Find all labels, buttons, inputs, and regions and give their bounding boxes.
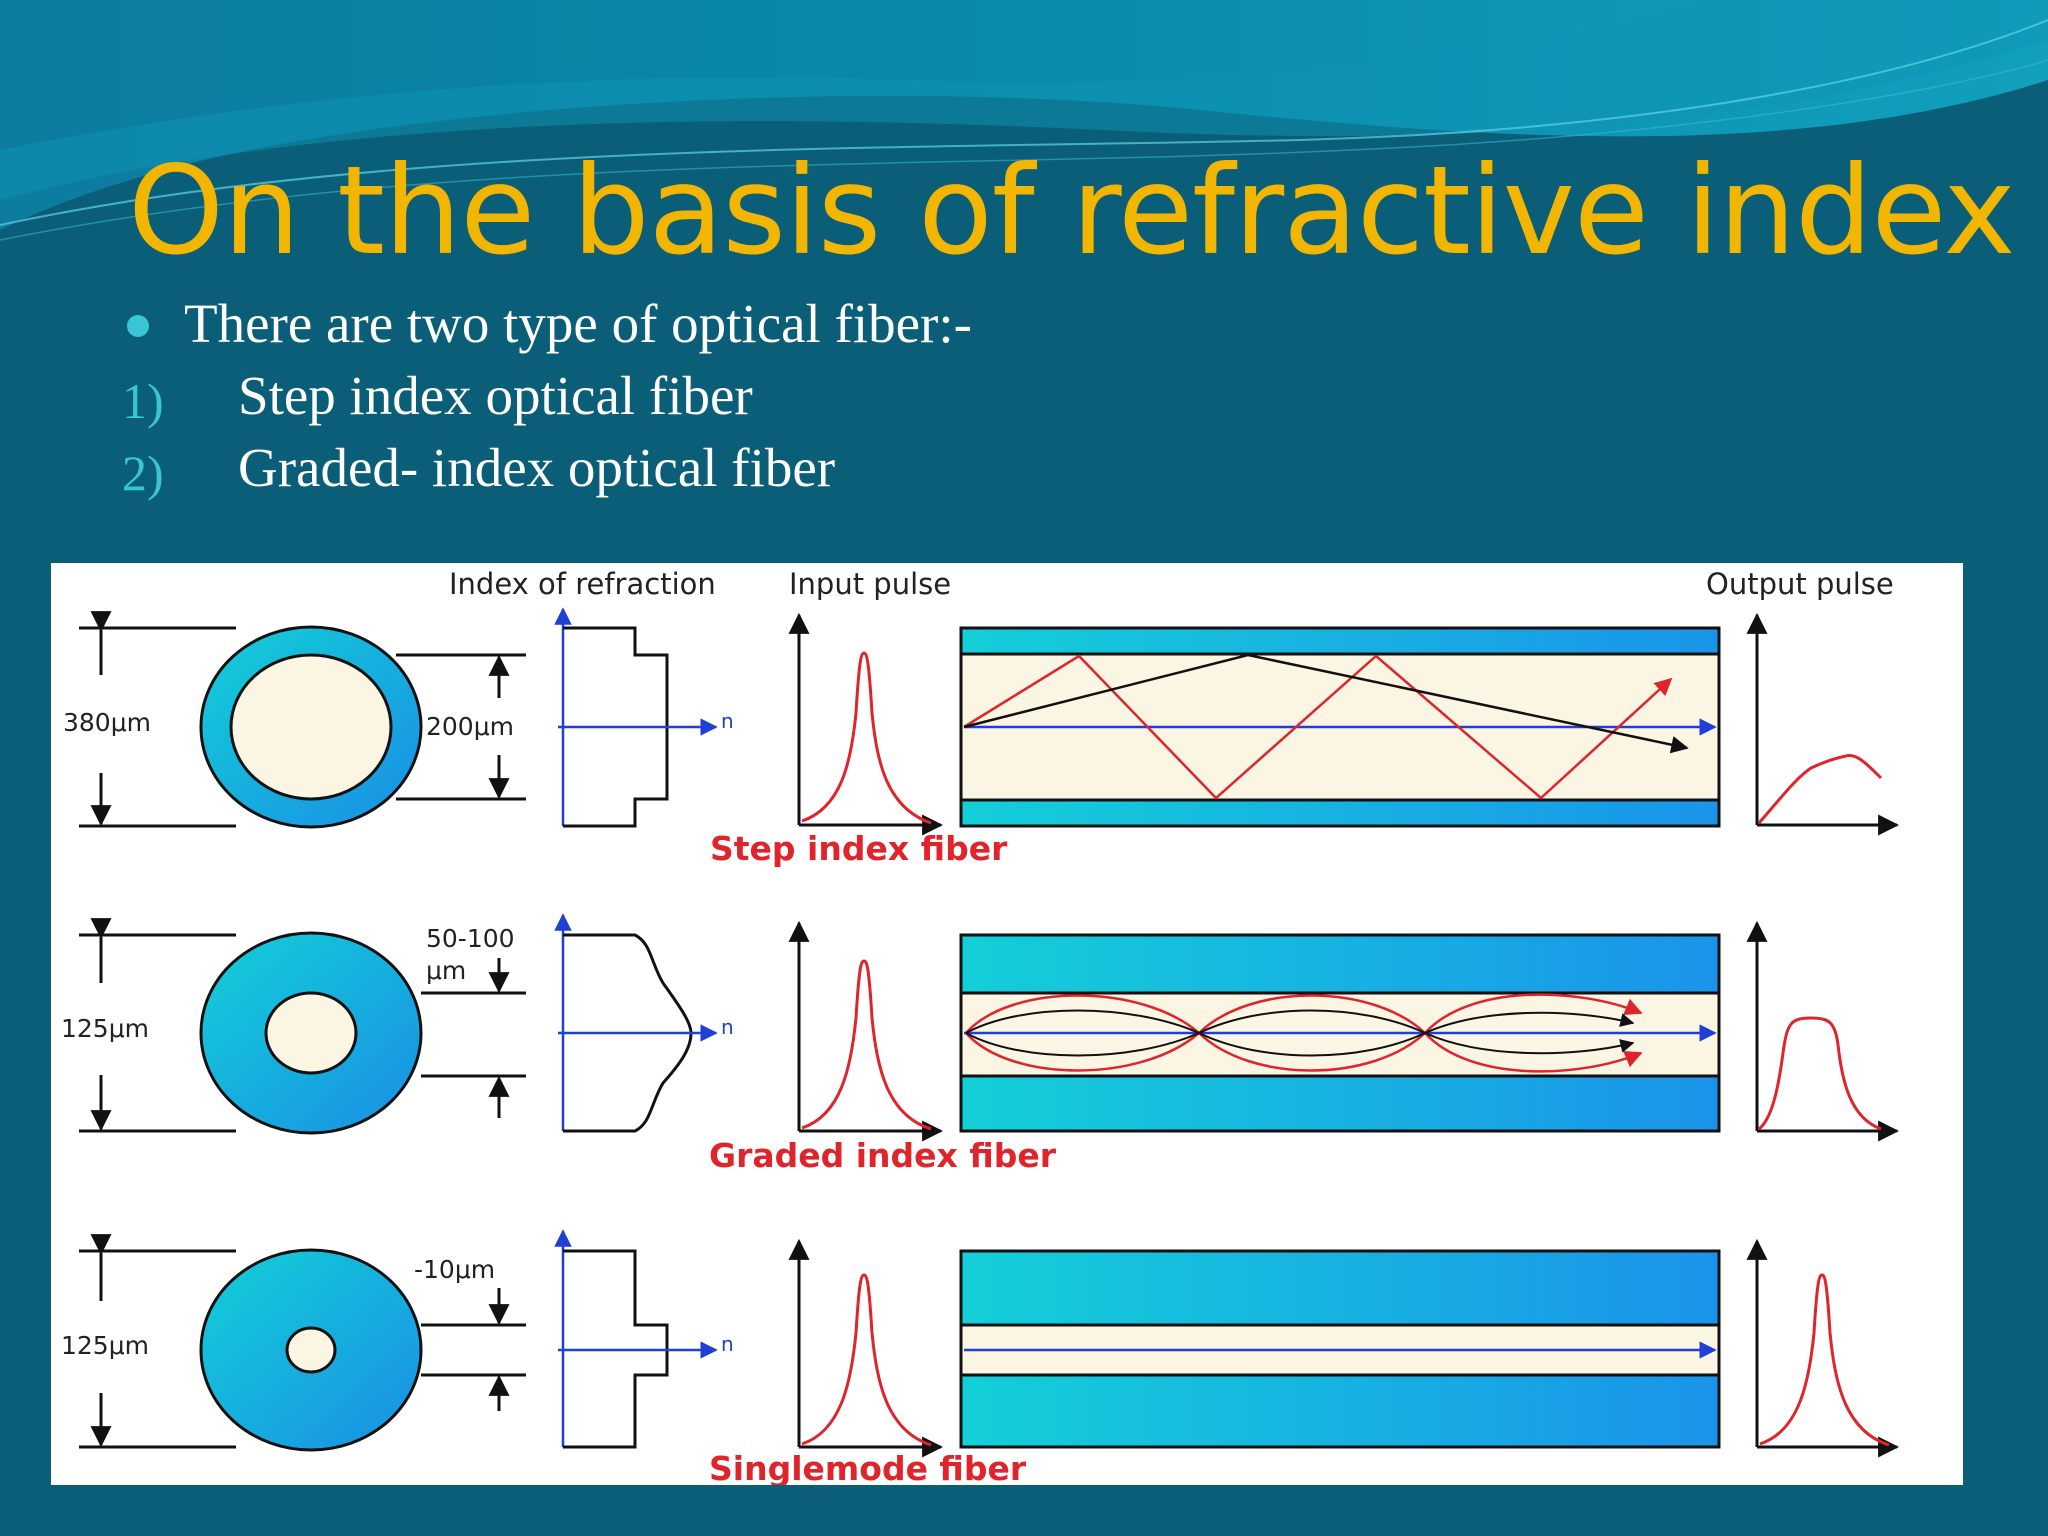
fiber-label-graded-index: Graded index fiber [709, 1136, 1057, 1175]
fiber-label-singlemode: Singlemode fiber [709, 1449, 1027, 1485]
graded-index-row: 125μm 50-100 μm n Graded index fiber [61, 913, 1900, 1175]
bullet-text: There are two type of optical fiber:- [184, 293, 972, 354]
axis-n-label: n [721, 1015, 734, 1039]
core-diameter-unit-label: μm [426, 956, 466, 985]
axis-n-label: n [721, 1332, 734, 1356]
core-diameter-label: 50-100 [426, 924, 515, 953]
header-input-pulse: Input pulse [789, 567, 951, 601]
list-number: 2) [122, 445, 164, 501]
outer-diameter-label: 380μm [63, 708, 151, 737]
list-number: 1) [122, 373, 164, 429]
core-diameter-label: -10μm [414, 1255, 495, 1284]
list-item-step-index: Step index optical fiber [238, 365, 753, 426]
bullet-dot-icon [127, 315, 149, 337]
core-diameter-label: 200μm [426, 712, 514, 741]
header-index-of-refraction: Index of refraction [449, 567, 716, 601]
fiber-types-diagram: Index of refraction Input pulse Output p… [51, 563, 1963, 1485]
outer-diameter-label: 125μm [61, 1014, 149, 1043]
singlemode-row: 125μm -10μm n Singlemode fiber [61, 1229, 1900, 1485]
list-item-graded-index: Graded- index optical fiber [238, 437, 836, 498]
slide-title: On the basis of refractive index [128, 140, 2016, 282]
header-output-pulse: Output pulse [1706, 567, 1894, 601]
fiber-label-step-index: Step index fiber [710, 829, 1008, 868]
outer-diameter-label: 125μm [61, 1331, 149, 1360]
axis-n-label: n [721, 709, 734, 733]
step-index-row: 380μm 200μm n Step index fiber [63, 607, 1900, 868]
